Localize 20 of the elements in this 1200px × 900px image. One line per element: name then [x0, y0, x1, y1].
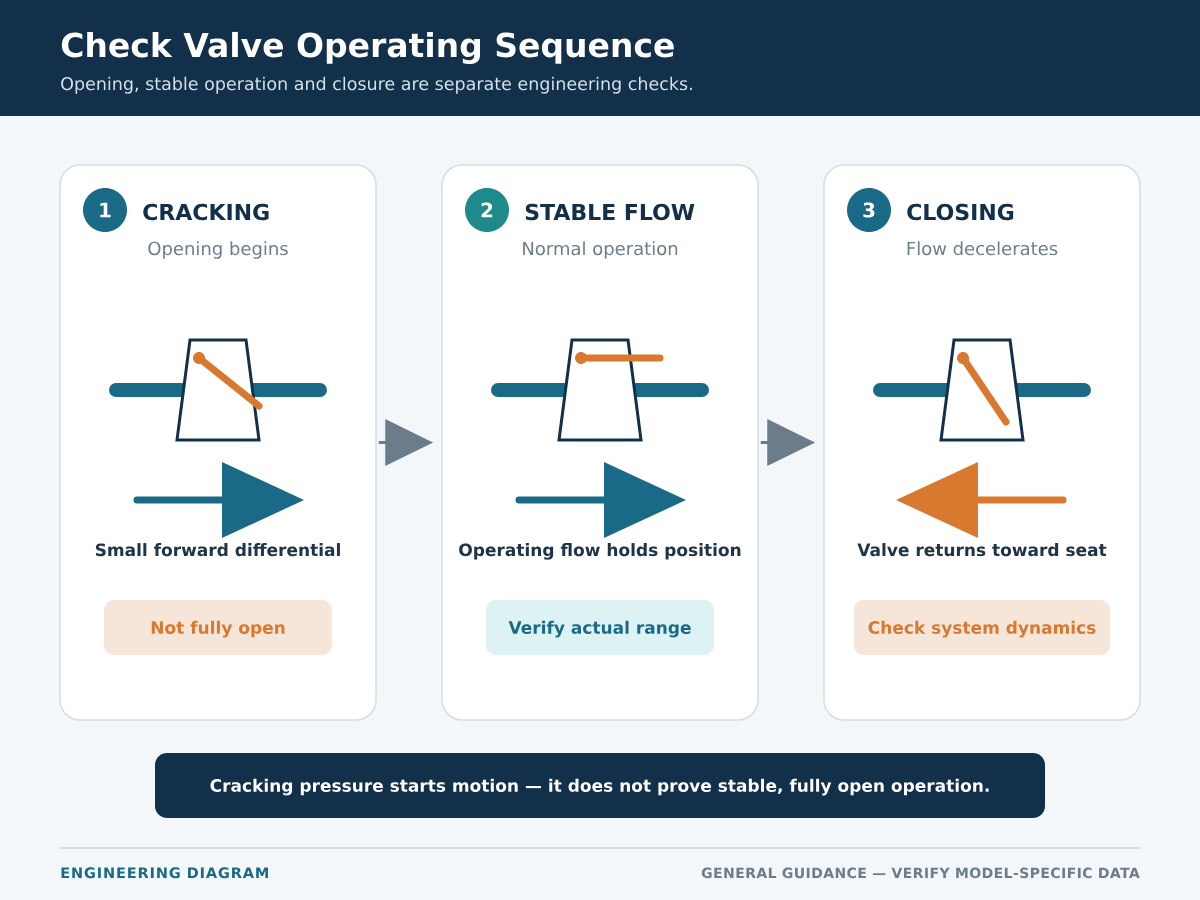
status-tag: Check system dynamics — [853, 600, 1111, 655]
status-tag: Verify actual range — [486, 600, 714, 655]
number-badge: 3 — [847, 188, 891, 232]
step-heading: CLOSING — [907, 203, 1014, 221]
step-subtitle: Opening begins — [148, 241, 288, 259]
step-caption: Operating flow holds position — [459, 543, 741, 560]
step-heading: CRACKING — [143, 203, 269, 221]
footer-text: ENGINEERING DIAGRAM — [61, 867, 268, 879]
step-subtitle: Flow decelerates — [907, 241, 1058, 256]
step-caption: Small forward differential — [95, 543, 340, 557]
note-banner: Cracking pressure starts motion — it does not prove stable, fully open operation. — [155, 753, 1045, 818]
number-badge: 1 — [83, 188, 127, 232]
footer-note: GENERAL GUIDANCE — VERIFY MODEL-SPECIFIC DATA — [701, 867, 1140, 879]
step-heading: STABLE FLOW — [525, 203, 695, 221]
status-tag: Not fully open — [104, 600, 332, 655]
step-caption: Valve returns toward seat — [857, 543, 1107, 557]
subtitle: Opening, stable operation and closure are separate engineering checks. — [61, 76, 692, 94]
step-subtitle: Normal operation — [523, 241, 678, 259]
number-badge: 2 — [465, 188, 509, 232]
title: Check Valve Operating Sequence — [61, 31, 674, 65]
